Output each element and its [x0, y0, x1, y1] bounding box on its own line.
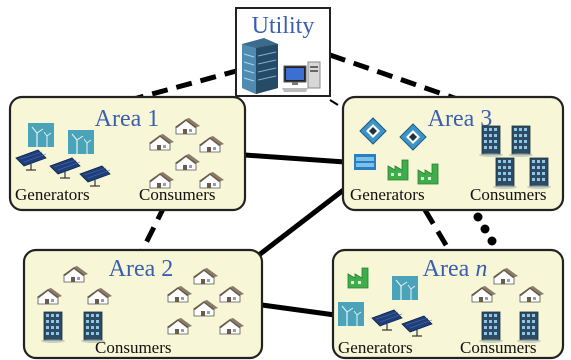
wind-turbine-icon — [27, 122, 55, 148]
computer-icon — [282, 61, 321, 92]
connections — [129, 52, 461, 318]
office-tower-icon — [40, 311, 66, 344]
area-2-consumers-label: Consumers — [95, 338, 172, 357]
link-utility-area1 — [129, 67, 241, 103]
wind-turbine-icon — [337, 301, 365, 327]
link-area1-area3 — [244, 152, 346, 165]
link-area1-area2 — [137, 203, 168, 257]
area-n-title-var: n — [475, 256, 487, 282]
area-2-title: Area 2 — [109, 256, 174, 282]
area-n-title-prefix: Area — [423, 256, 476, 282]
office-tower-icon — [508, 125, 534, 158]
link-area3-arean — [422, 208, 455, 257]
area-1-generators-label: Generators — [15, 185, 90, 204]
area-n-generators-label: Generators — [338, 338, 413, 357]
area-1-title: Area 1 — [95, 106, 160, 132]
link-area2-area3 — [253, 183, 352, 260]
area-3-panel: Area 3 Generators Consumers — [341, 95, 565, 212]
link-utility-area3 — [329, 52, 461, 103]
area-3-title: Area 3 — [428, 106, 493, 132]
area-1-consumers-label: Consumers — [139, 185, 216, 204]
utility-title: Utility — [252, 13, 315, 39]
area-n-consumers-label: Consumers — [460, 338, 537, 357]
utility-node: Utility — [235, 7, 331, 97]
area-2-panel: Area 2 Consumers — [22, 248, 264, 360]
area-n-panel: Area n Generators Consumers — [331, 248, 565, 360]
building-icon — [242, 38, 278, 94]
substation-icon — [354, 154, 376, 170]
more-areas-dots — [473, 212, 497, 246]
area-3-consumers-label: Consumers — [470, 185, 547, 204]
link-area2-arean — [261, 302, 336, 318]
area-3-generators-label: Generators — [350, 185, 425, 204]
office-tower-icon — [478, 125, 504, 158]
link-utility-arean — [329, 99, 339, 106]
area-n-title: Area n — [423, 256, 488, 282]
wind-turbine-icon — [67, 129, 95, 155]
wind-turbine-icon — [391, 275, 419, 301]
area-1-panel: Area 1 Generators Consumers — [8, 95, 247, 212]
